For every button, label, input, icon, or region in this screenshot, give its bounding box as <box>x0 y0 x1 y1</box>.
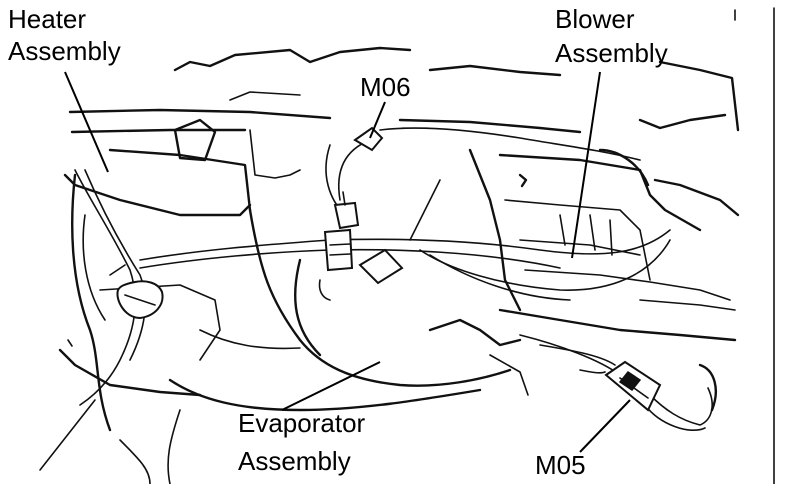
stray-mark <box>67 339 73 347</box>
blower-leader <box>571 71 601 259</box>
frame-edge <box>734 7 775 484</box>
evaporator-label-line2: Assembly <box>238 446 351 476</box>
leader-lines <box>64 71 631 453</box>
m06-label: M06 <box>360 72 411 102</box>
m05-label: M05 <box>535 450 586 480</box>
harness-clip <box>116 280 164 320</box>
dashboard-duct-outline <box>68 46 740 179</box>
heater-label-line1: Heater <box>8 4 87 34</box>
m06-leader <box>369 101 386 139</box>
m05-leader <box>579 399 631 453</box>
blower-label-line1: Blower <box>555 4 635 34</box>
m06-connector <box>323 126 404 285</box>
heater-label-line2: Assembly <box>8 36 121 66</box>
blower-label-line2: Assembly <box>555 38 668 68</box>
evaporator-assembly <box>119 208 529 484</box>
m05-connector <box>604 360 662 412</box>
evaporator-leader <box>281 361 381 411</box>
heater-leader <box>64 71 109 173</box>
heater-assembly <box>39 118 252 471</box>
evaporator-label-line1: Evaporator <box>238 408 366 438</box>
blower-assembly <box>468 148 740 412</box>
